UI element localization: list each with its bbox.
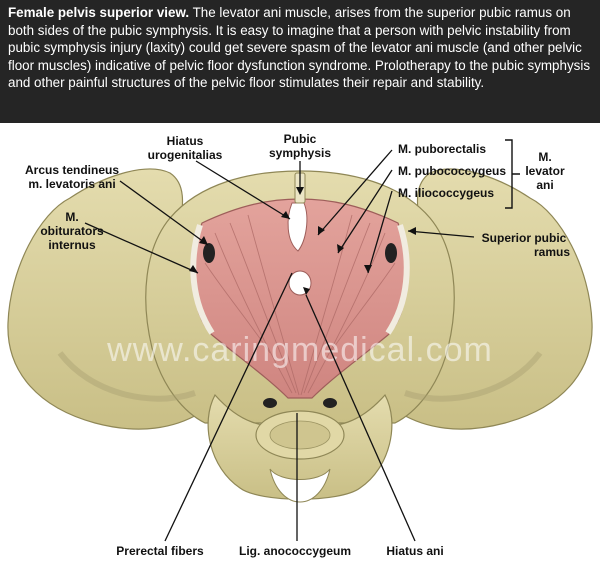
obturator-canal-right xyxy=(385,243,397,263)
label-m-levator-ani-1: M. xyxy=(538,150,551,164)
arcus-tendineus-right xyxy=(385,224,410,335)
muscle-fibers xyxy=(204,214,396,396)
label-lig-anococcygeum: Lig. anococcygeum xyxy=(239,544,351,558)
caption-box: Female pelvis superior view. The levator… xyxy=(0,0,600,123)
bone-shadow-right xyxy=(404,351,543,402)
label-m-levator-ani-2: levator xyxy=(525,164,565,178)
hiatus-urogenitalis xyxy=(287,202,308,252)
label-m-levator-ani-3: ani xyxy=(536,178,553,192)
label-prerectal-fibers: Prerectal fibers xyxy=(116,544,204,558)
label-arcus-tendineus-2: m. levatoris ani xyxy=(28,177,115,191)
leader-lines xyxy=(84,149,475,542)
label-m-obturatorius-3: internus xyxy=(48,238,96,252)
watermark: www.caringmedical.com xyxy=(106,331,493,369)
label-m-obturatorius-1: M. xyxy=(65,210,78,224)
label-hiatus-urogenitalias-2: urogenitalias xyxy=(148,148,223,162)
label-m-obturatorius-2: obiturators xyxy=(40,224,104,238)
caption-title: Female pelvis superior view. xyxy=(8,5,190,20)
levator-ani-muscle xyxy=(190,172,410,408)
label-m-pubococcygeus: M. pubococcygeus xyxy=(398,164,506,178)
label-hiatus-ani: Hiatus ani xyxy=(386,544,443,558)
label-hiatus-urogenitalias-1: Hiatus xyxy=(167,134,204,148)
label-group: Hiatus urogenitalias Pubic symphysis Arc… xyxy=(25,132,570,558)
label-superior-pubic-ramus-1: Superior pubic xyxy=(482,231,567,245)
obturator-canal-left xyxy=(203,243,215,263)
caption-body: The levator ani muscle, arises from the … xyxy=(8,5,591,91)
ischial-mark-right xyxy=(323,398,337,408)
label-pubic-symphysis-2: symphysis xyxy=(269,146,331,160)
pelvis-diagram: www.caringmedical.com xyxy=(7,132,593,558)
label-arcus-tendineus-1: Arcus tendineus xyxy=(25,163,119,177)
spinal-canal xyxy=(269,468,331,503)
bone-shadow xyxy=(57,351,196,402)
label-pubic-symphysis-1: Pubic xyxy=(284,132,317,146)
label-superior-pubic-ramus-2: ramus xyxy=(534,245,570,259)
ischial-mark-left xyxy=(263,398,277,408)
label-m-iliococcygeus: M. iliococcygeus xyxy=(398,186,494,200)
vertebral-body-inner xyxy=(269,420,331,450)
levator-ani-bracket xyxy=(505,139,520,209)
label-m-puborectalis: M. puborectalis xyxy=(398,142,486,156)
arrowheads xyxy=(189,187,416,295)
